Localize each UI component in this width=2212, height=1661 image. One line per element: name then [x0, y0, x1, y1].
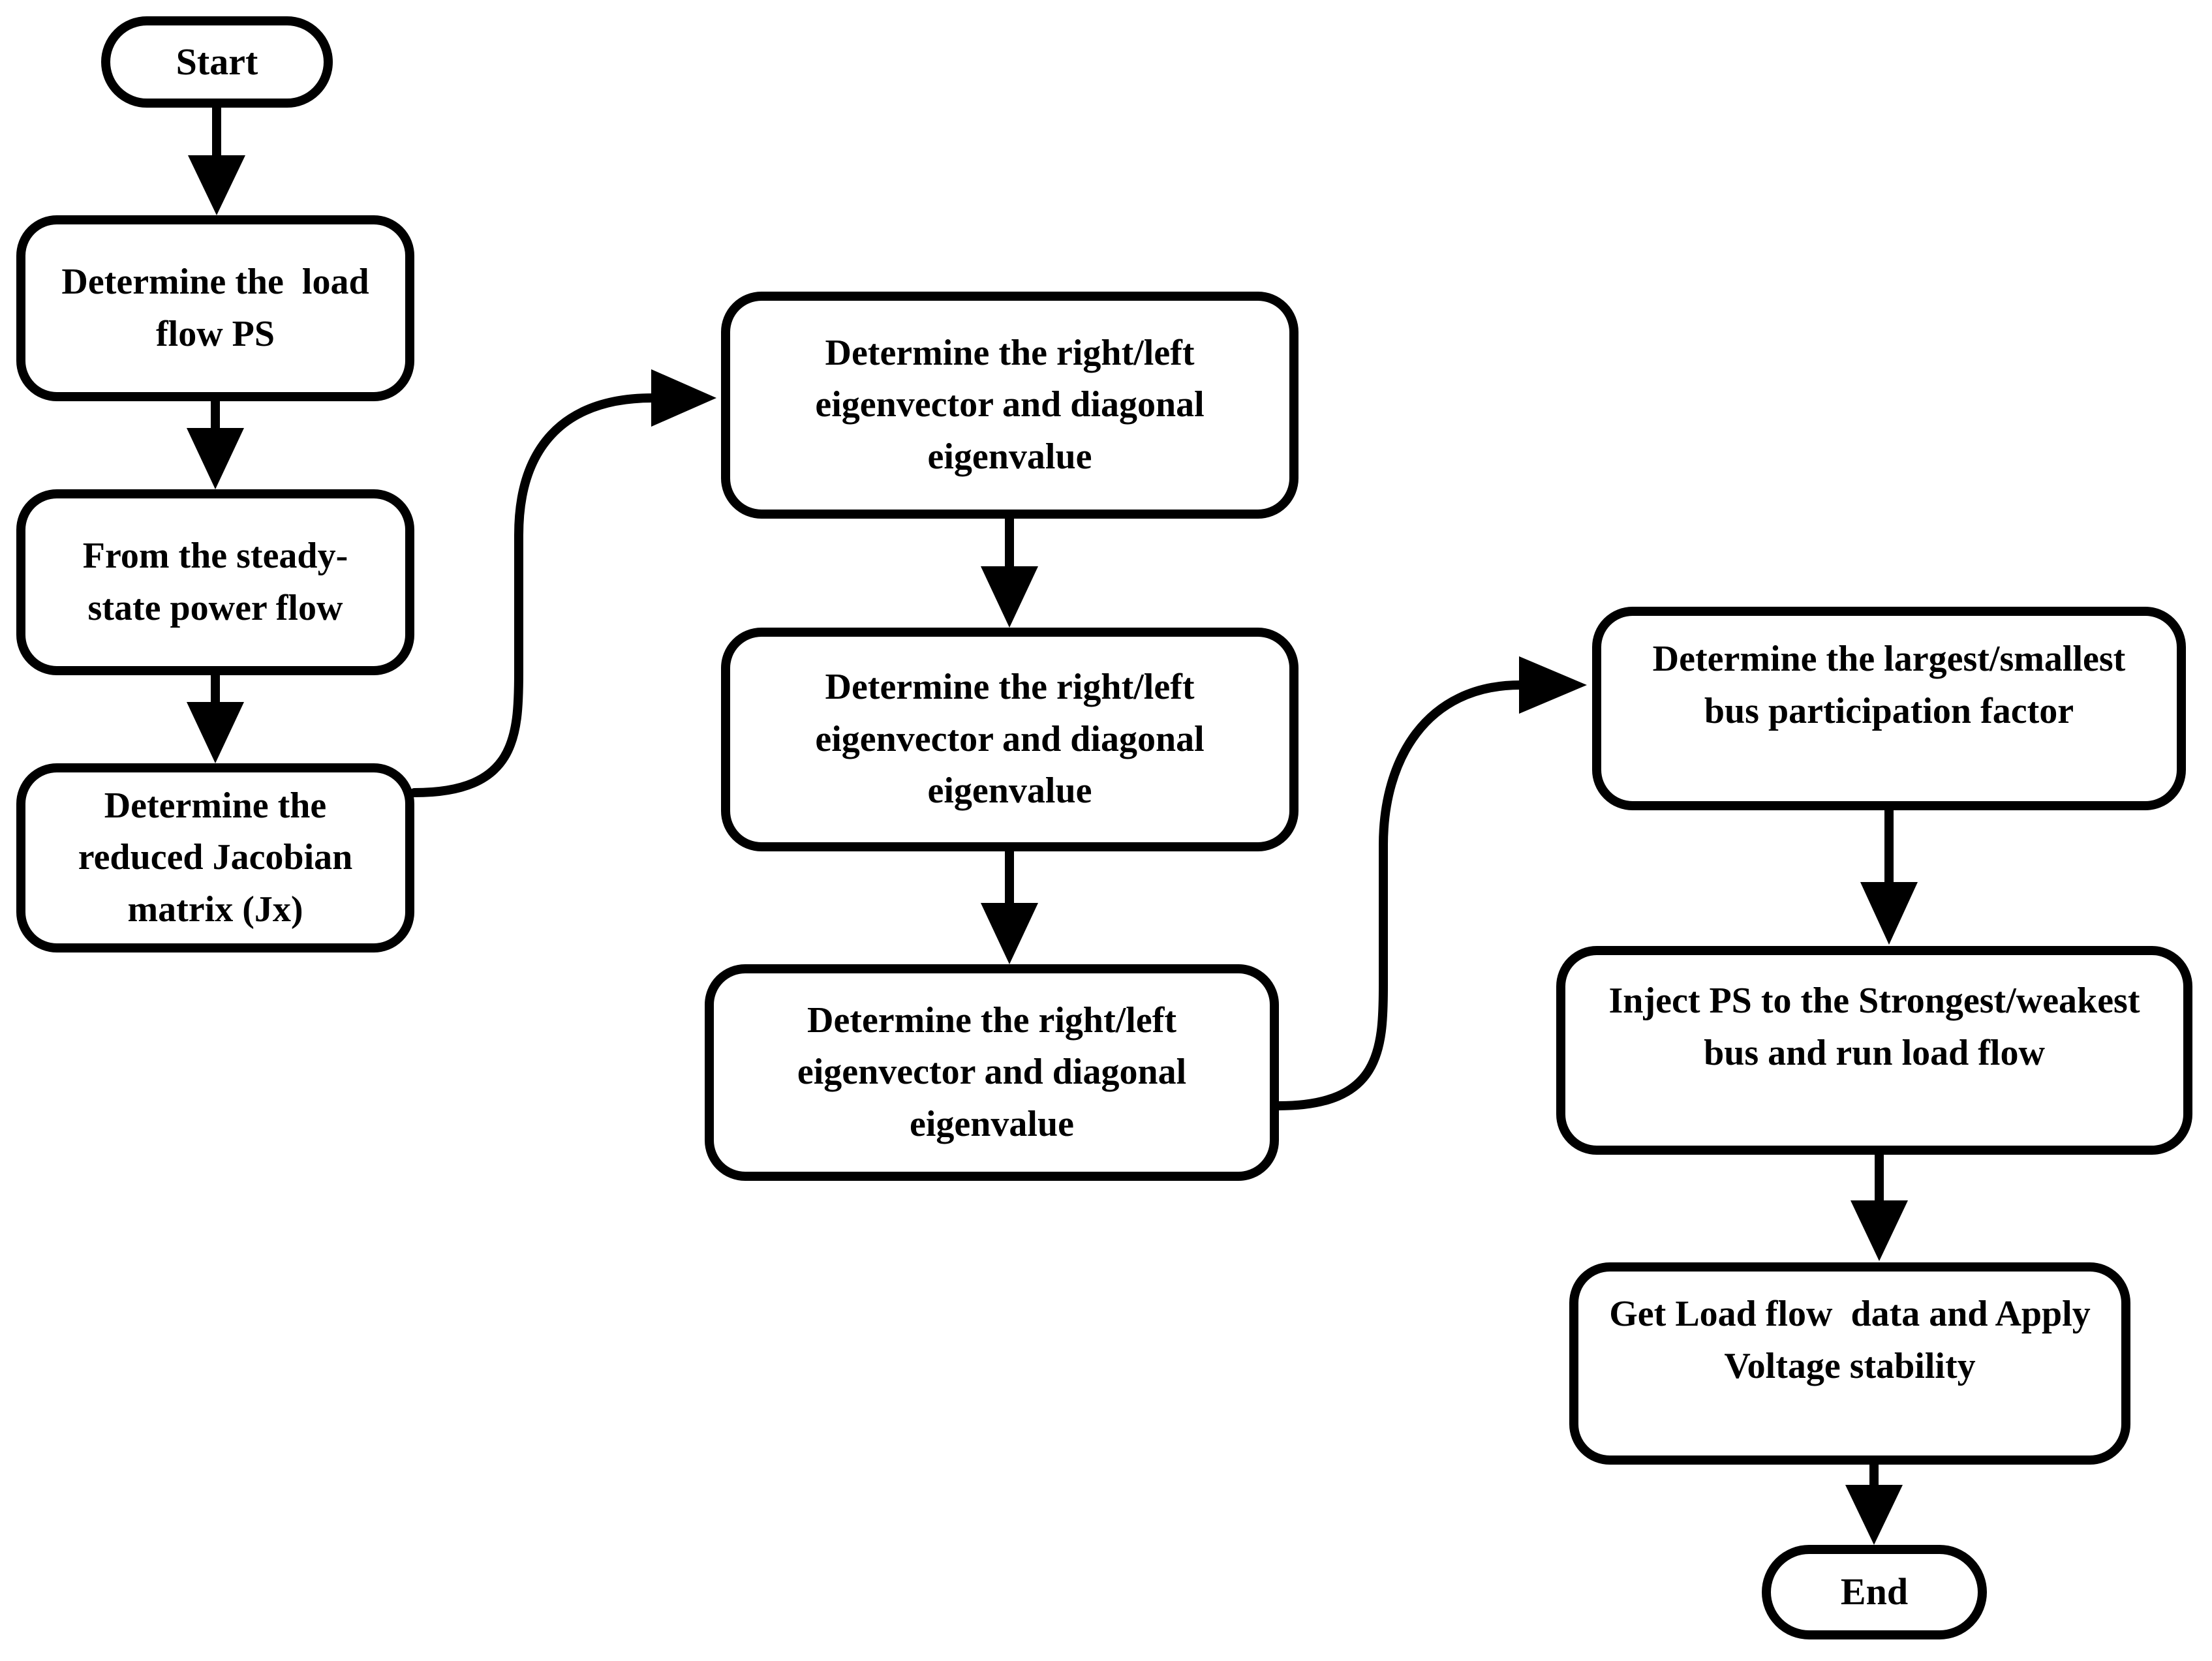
- node-end-label: End: [1840, 1570, 1909, 1613]
- node-steady-state-power-flow-label: From the steady- state power flow: [82, 535, 348, 628]
- arrowhead-right-icon: [1519, 656, 1587, 714]
- connector-m2-m3: [981, 847, 1038, 964]
- node-bus-participation-factor-label: Determine the largest/smallest bus parti…: [1652, 639, 2126, 731]
- node-inject-ps-run-load-flow-label: Inject PS to the Strongest/weakest bus a…: [1608, 981, 2140, 1073]
- node-eigenvector-eigenvalue-1: Determine the right/left eigenvector and…: [721, 292, 1298, 519]
- node-eigenvector-eigenvalue-2-label: Determine the right/left eigenvector and…: [815, 667, 1205, 812]
- connector-b1-b2: [187, 397, 244, 489]
- arrowhead-down-icon: [1851, 1200, 1908, 1261]
- connector-r1-r2: [1860, 806, 1918, 945]
- connector-m1-m2: [981, 514, 1038, 628]
- node-steady-state-power-flow: From the steady- state power flow: [16, 489, 414, 675]
- connector-r3-end: [1845, 1460, 1903, 1545]
- node-get-load-flow-voltage-stability: Get Load flow data and Apply Voltage sta…: [1569, 1262, 2130, 1465]
- node-end: End: [1762, 1545, 1987, 1639]
- connector-b3-m1: [410, 369, 716, 797]
- node-reduced-jacobian-matrix-label: Determine the reduced Jacobian matrix (J…: [78, 785, 353, 930]
- node-start-label: Start: [176, 40, 258, 83]
- node-bus-participation-factor: Determine the largest/smallest bus parti…: [1592, 607, 2186, 810]
- connector-start-b1: [188, 103, 245, 215]
- arrowhead-down-icon: [187, 428, 244, 489]
- node-eigenvector-eigenvalue-2: Determine the right/left eigenvector and…: [721, 628, 1298, 851]
- arrowhead-down-icon: [1860, 882, 1918, 945]
- node-eigenvector-eigenvalue-1-label: Determine the right/left eigenvector and…: [815, 332, 1205, 477]
- arrowhead-down-icon: [187, 702, 244, 763]
- connector-curve: [1274, 680, 1525, 1110]
- node-eigenvector-eigenvalue-3-label: Determine the right/left eigenvector and…: [797, 999, 1187, 1144]
- connector-b2-b3: [187, 671, 244, 763]
- connector-r2-r3: [1851, 1150, 1908, 1261]
- arrowhead-down-icon: [981, 566, 1038, 628]
- arrowhead-down-icon: [1845, 1485, 1903, 1545]
- arrowhead-right-icon: [651, 369, 716, 427]
- arrowhead-down-icon: [188, 155, 245, 215]
- node-eigenvector-eigenvalue-3: Determine the right/left eigenvector and…: [705, 964, 1279, 1181]
- node-get-load-flow-voltage-stability-label: Get Load flow data and Apply Voltage sta…: [1609, 1294, 2091, 1386]
- connector-curve: [410, 393, 657, 797]
- node-reduced-jacobian-matrix: Determine the reduced Jacobian matrix (J…: [16, 763, 414, 952]
- node-inject-ps-run-load-flow: Inject PS to the Strongest/weakest bus a…: [1556, 946, 2192, 1155]
- node-determine-load-flow-ps-label: Determine the load flow PS: [61, 261, 369, 354]
- node-determine-load-flow-ps: Determine the load flow PS: [16, 215, 414, 401]
- connector-m3-r1: [1274, 656, 1587, 1110]
- node-start: Start: [101, 16, 333, 108]
- arrowhead-down-icon: [981, 903, 1038, 964]
